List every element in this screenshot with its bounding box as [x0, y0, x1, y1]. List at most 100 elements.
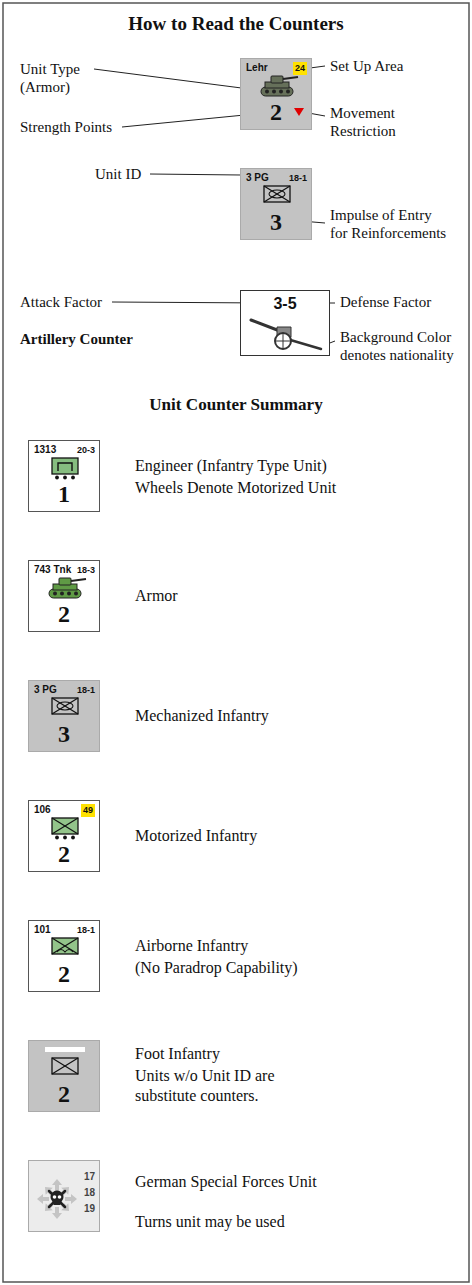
callout-label: (No Paradrop Capability) — [135, 958, 298, 978]
unit-counter: Lehr242 — [240, 58, 312, 130]
callout-label: Set Up Area — [330, 57, 403, 75]
counter-art — [287, 339, 321, 349]
counter-art — [49, 1191, 65, 1207]
counter-art — [49, 1191, 65, 1207]
counter-art — [275, 333, 291, 349]
counter-art — [58, 463, 72, 471]
counter-art — [59, 578, 71, 585]
callout-label: German Special Forces Unit — [135, 1172, 317, 1192]
callout-label: Armor — [135, 586, 178, 606]
callout-label: Wheels Denote Motorized Unit — [135, 478, 336, 498]
unit-counter: 2 — [28, 1040, 100, 1112]
counter-art — [63, 476, 67, 480]
counter-text: 3-5 — [241, 295, 329, 313]
callout-label: Airborne Infantry — [135, 936, 248, 956]
counter-art — [60, 592, 64, 596]
counter-art — [283, 77, 298, 79]
counter-art — [52, 1179, 62, 1185]
callout-label: Background Color denotes nationality — [340, 328, 458, 364]
counter-art — [52, 818, 78, 834]
counter-art — [271, 76, 283, 83]
callout-label: Impulse of Entry for Reinforcements — [330, 206, 450, 242]
callout-label: Unit ID — [95, 165, 141, 183]
counter-art — [53, 592, 57, 596]
counter-text: 18-1 — [77, 685, 95, 696]
counter-art — [286, 90, 290, 94]
counter-text: 18-1 — [77, 925, 95, 936]
callout-label: Units w/o Unit ID are substitute counter… — [135, 1066, 285, 1106]
counter-art — [55, 1207, 59, 1213]
counter-art — [52, 938, 78, 954]
counter-text: 1313 — [34, 444, 56, 456]
callout-label: Motorized Infantry — [135, 826, 257, 846]
counter-text: 49 — [81, 804, 95, 817]
section-label: Unit Counter Summary — [0, 393, 472, 416]
counter-art — [272, 90, 276, 94]
counter-text: 3 PG — [246, 172, 269, 184]
counter-text: 24 — [293, 62, 307, 75]
counter-art — [55, 836, 59, 840]
counter-text: 18 — [84, 1187, 95, 1199]
counter-art — [52, 1213, 62, 1219]
counter-art — [294, 108, 304, 116]
counter-art — [57, 950, 73, 953]
unit-counter: 17 18 19 — [28, 1160, 100, 1232]
counter-art — [264, 186, 290, 202]
unit-counter: 3 PG 18-1 3 — [28, 680, 100, 752]
counter-art — [279, 90, 283, 94]
counter-art — [57, 702, 73, 710]
title: How to Read the Counters — [0, 12, 472, 36]
callout-label: Strength Points — [20, 118, 112, 136]
counter-art — [55, 476, 59, 480]
counter-art — [54, 1200, 61, 1205]
counter-text: 18-3 — [77, 565, 95, 576]
counter-art — [43, 1197, 49, 1201]
counter-art — [58, 1195, 62, 1199]
counter-art — [71, 1194, 77, 1204]
counter-art — [45, 1047, 85, 1052]
counter-art — [63, 836, 67, 840]
counter-text: 18-1 — [289, 173, 307, 184]
callout-label: Defense Factor — [340, 293, 431, 311]
counter-text: 1 — [29, 479, 99, 509]
unit-counter: 106492 — [28, 800, 100, 872]
counter-text: 3 — [29, 719, 99, 749]
callout-label: Turns unit may be used — [135, 1212, 285, 1232]
callout-label: Engineer (Infantry Type Unit) — [135, 456, 327, 476]
counter-art — [55, 1185, 59, 1191]
unit-counter: 743 Tnk 18-3 2 — [28, 560, 100, 632]
counter-art — [264, 186, 290, 202]
counter-text: 2 — [29, 959, 99, 989]
counter-text: 3 PG — [34, 684, 57, 696]
counter-art — [53, 1195, 57, 1199]
callout-label: Mechanized Infantry — [135, 706, 269, 726]
counter-art — [264, 186, 290, 202]
counter-art — [52, 698, 78, 714]
counter-art — [269, 190, 285, 198]
callout-label: Attack Factor — [20, 293, 102, 311]
counter-art — [52, 1058, 78, 1074]
counter-text: 19 — [84, 1203, 95, 1215]
counter-art — [37, 1194, 43, 1204]
counter-text: 2 — [29, 599, 99, 629]
counter-art — [52, 698, 78, 714]
leader-line — [94, 69, 257, 90]
counter-text: 101 — [34, 924, 51, 936]
counter-art — [65, 1197, 71, 1201]
unit-counter: 101 18-1 2 — [28, 920, 100, 992]
counter-art — [265, 90, 269, 94]
counter-art — [52, 938, 78, 954]
unit-counter: 3 PG18-13 — [240, 168, 312, 240]
counter-art — [52, 698, 78, 714]
counter-text: 743 Tnk — [34, 564, 71, 576]
counter-art — [74, 592, 78, 596]
counter-text: 20-3 — [77, 445, 95, 456]
counter-art — [283, 333, 284, 349]
callout-label: Movement Restriction — [330, 104, 430, 140]
counter-art — [52, 818, 78, 834]
callout-label: Unit Type (Armor) — [20, 60, 95, 96]
counter-text: 17 — [84, 1171, 95, 1183]
counter-text: Lehr — [246, 62, 268, 74]
counter-art — [52, 938, 78, 954]
